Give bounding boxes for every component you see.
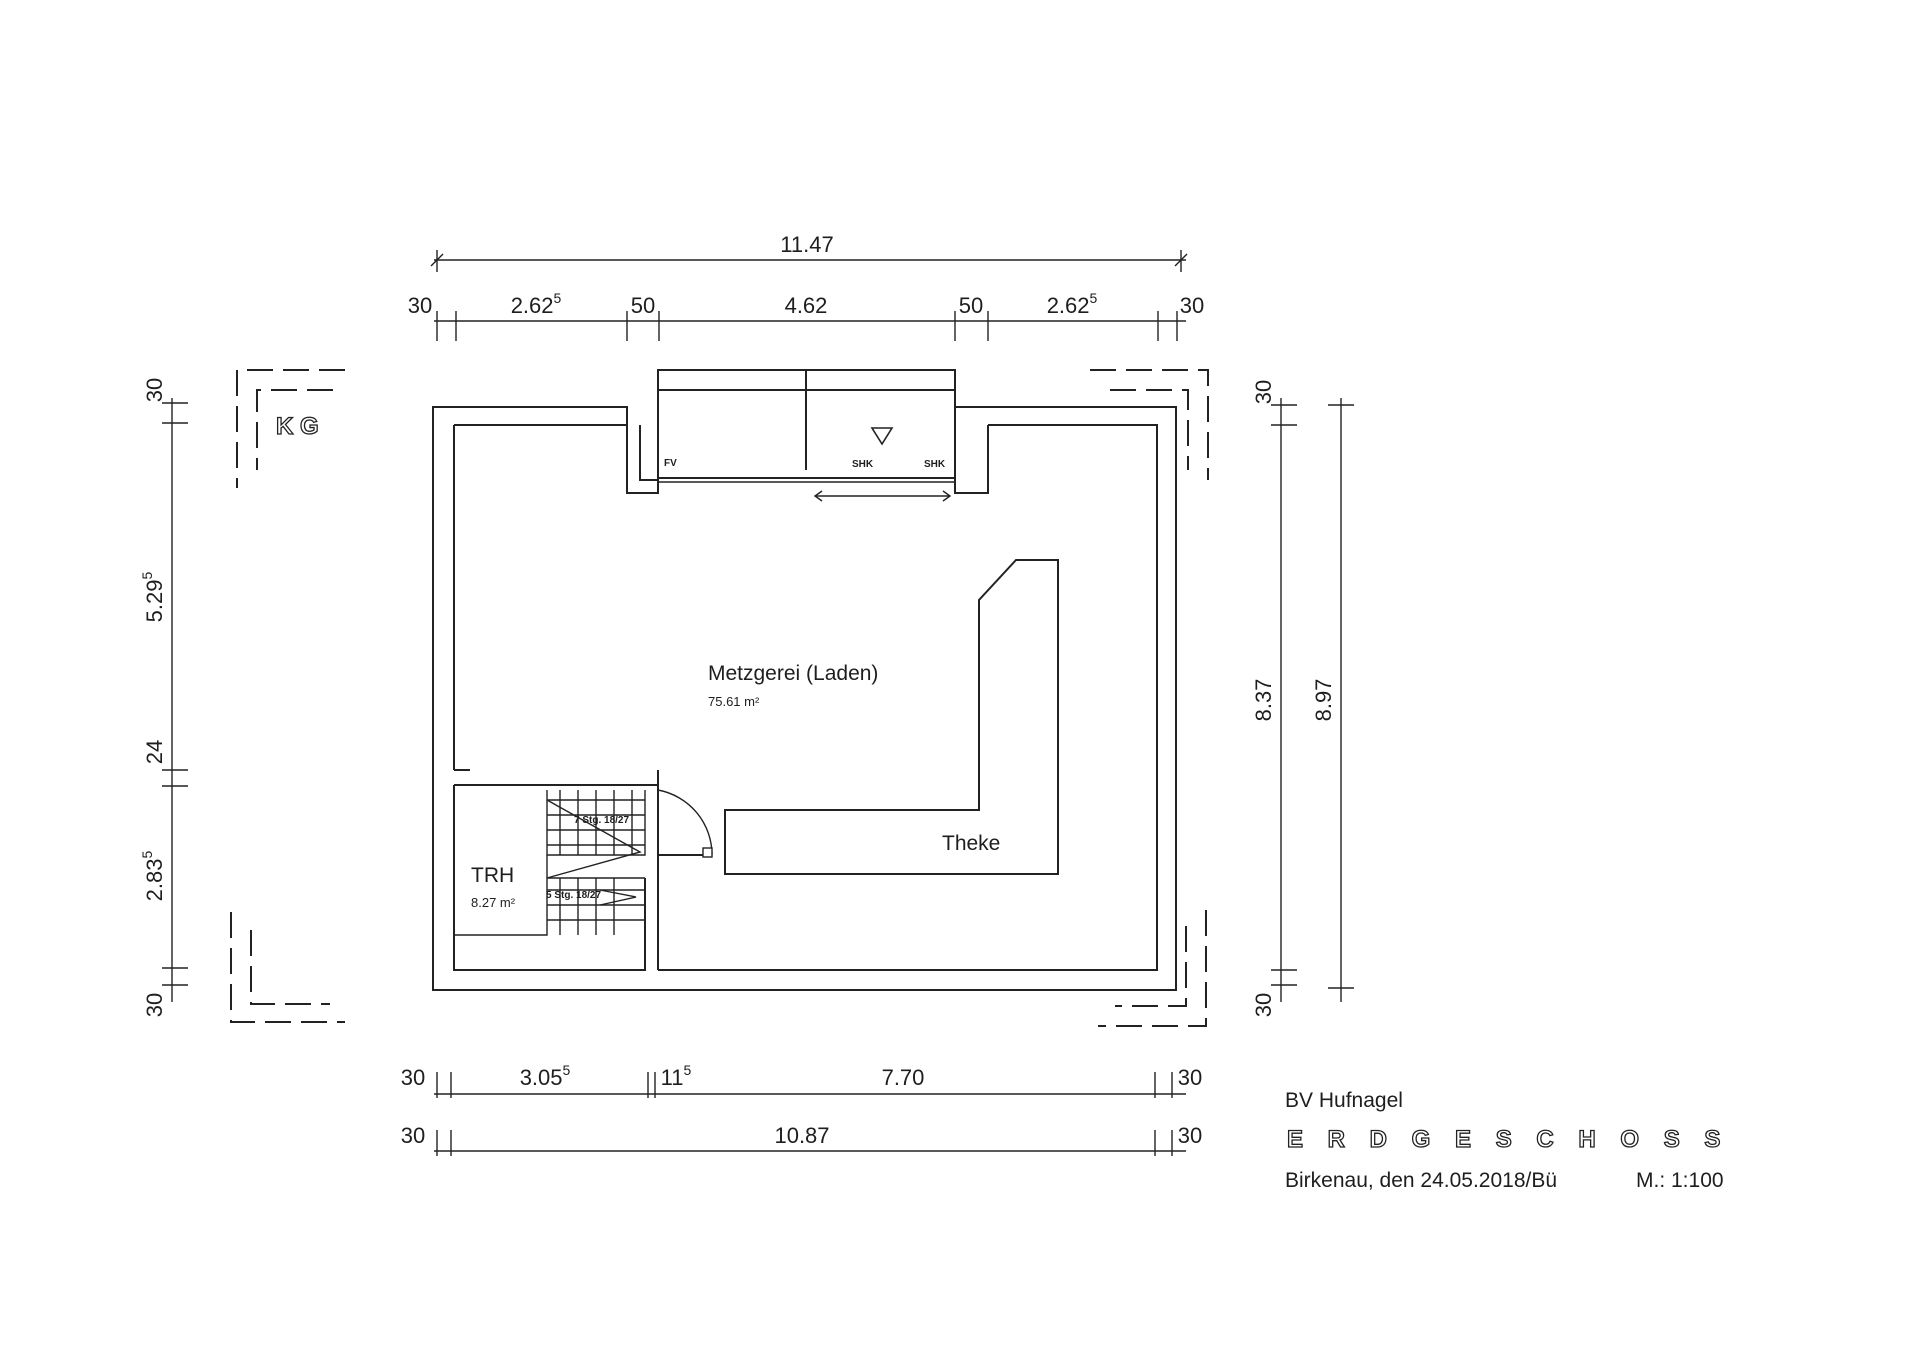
room-name-shop: Metzgerei (Laden)	[708, 662, 878, 685]
dim-bottom1-seg3: 7.70	[882, 1065, 925, 1090]
bottom-dimension-chain	[434, 1072, 1186, 1156]
dim-bottom1-left-wall: 30	[401, 1065, 425, 1090]
dim-bottom2-right-wall: 30	[1178, 1123, 1202, 1148]
dim-bottom1-seg2: 115	[661, 1062, 692, 1090]
stairwell	[453, 769, 659, 971]
outer-walls	[432, 369, 1177, 991]
dim-left-seg2: 24	[142, 740, 167, 764]
dim-bottom2-left-wall: 30	[401, 1123, 425, 1148]
dim-top-mid: 4.62	[785, 293, 828, 318]
dim-top-pillar-left: 50	[631, 293, 655, 318]
dim-bottom1-seg1: 3.055	[520, 1062, 571, 1090]
dim-left-seg1: 5.295	[139, 571, 167, 622]
place-date: Birkenau, den 24.05.2018/Bü	[1285, 1169, 1557, 1192]
label-fv: FV	[664, 458, 677, 469]
floor-title: E R D G E S C H O S S	[1287, 1126, 1729, 1153]
dim-right-bottom-wall: 30	[1251, 993, 1276, 1017]
basement-outline	[230, 369, 1209, 1027]
dim-bottom2-total: 10.87	[774, 1123, 829, 1148]
room-name-trh: TRH	[471, 864, 514, 887]
distribution-triangle-icon	[870, 427, 894, 446]
dim-left-bottom-wall: 30	[142, 993, 167, 1017]
dim-right-total: 8.97	[1311, 679, 1336, 722]
label-shk-right: SHK	[924, 459, 946, 470]
dim-top-seg1: 2.625	[511, 290, 562, 318]
label-shk-left: SHK	[852, 459, 874, 470]
counter-label: Theke	[942, 832, 1000, 855]
room-area-shop: 75.61 m²	[708, 694, 760, 709]
dim-top-left-wall: 30	[408, 293, 432, 318]
room-area-trh: 8.27 m²	[471, 895, 516, 910]
basement-label: K G	[276, 413, 319, 440]
project-title: BV Hufnagel	[1285, 1089, 1403, 1112]
top-dimension-chain	[430, 250, 1188, 341]
stairwell-door	[657, 789, 713, 858]
left-dimension-chain	[162, 398, 188, 1002]
sliding-door-arrow	[813, 490, 952, 502]
dim-top-right-wall: 30	[1180, 293, 1204, 318]
stair-label-lower: 5 Stg. 18/27	[546, 890, 601, 901]
dim-right-inner: 8.37	[1251, 679, 1276, 722]
counter-outline	[724, 559, 1059, 875]
dim-top-seg3: 2.625	[1047, 290, 1098, 318]
drawing-scale: M.: 1:100	[1636, 1169, 1724, 1192]
dim-left-seg3: 2.835	[139, 850, 167, 901]
right-dimension-chain	[1271, 398, 1354, 1002]
stair-label-upper: 7 Stg. 18/27	[574, 815, 629, 826]
dim-left-top-wall: 30	[142, 378, 167, 402]
dim-right-top-wall: 30	[1251, 380, 1276, 404]
dim-top-total: 11.47	[780, 232, 833, 257]
dim-bottom1-right-wall: 30	[1178, 1065, 1202, 1090]
dim-top-pillar-right: 50	[959, 293, 983, 318]
